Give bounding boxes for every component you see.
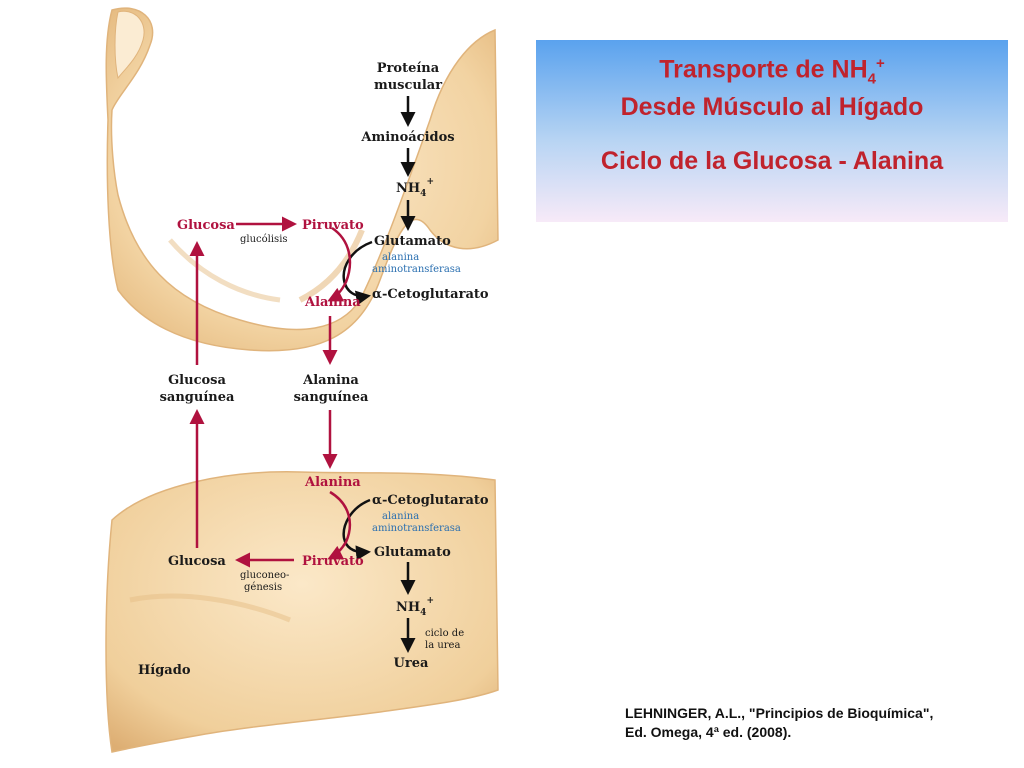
label-enzyme-muscle-1: alanina <box>382 252 419 263</box>
label-glucosa-muscle: Glucosa <box>177 218 235 233</box>
label-enzyme-liver-1: alanina <box>382 511 419 522</box>
arrow-alanina-to-piruvato-liver <box>327 490 351 560</box>
label-urea: Urea <box>394 656 429 671</box>
label-aminoacidos: Aminoácidos <box>360 130 454 145</box>
label-glucosa-sanguinea-2: sanguínea <box>160 390 235 405</box>
arrow-piruvato-to-alanina-muscle <box>327 226 352 302</box>
label-gluconeo-1: gluconeo- <box>240 570 289 581</box>
label-glucosa-sanguinea-1: Glucosa <box>168 373 226 388</box>
label-piruvato-muscle: Piruvato <box>302 218 364 233</box>
label-muscular: muscular <box>374 78 442 93</box>
label-glutamato-liver: Glutamato <box>374 545 451 560</box>
title-line-3: Ciclo de la Glucosa - Alanina <box>600 147 944 176</box>
label-higado: Hígado <box>138 663 191 678</box>
arm-illustration <box>105 7 499 352</box>
label-glucolisis: glucólisis <box>240 234 288 245</box>
title-line-2: Desde Músculo al Hígado <box>620 93 924 122</box>
arrow-glutamato-to-cetoglutarato-muscle <box>342 240 373 306</box>
title-line-1: Transporte de NH4+ <box>659 55 885 88</box>
label-glucosa-liver: Glucosa <box>168 554 226 569</box>
reference-citation: LEHNINGER, A.L., "Principios de Bioquími… <box>625 704 1015 742</box>
label-enzyme-muscle-2: aminotransferasa <box>372 264 461 275</box>
label-alanina-sanguinea-1: Alanina <box>302 373 359 388</box>
label-cetoglutarato-muscle: α-Cetoglutarato <box>372 287 489 302</box>
label-glutamato-muscle: Glutamato <box>374 234 451 249</box>
arrow-cetoglutarato-to-glutamato-liver <box>342 498 371 561</box>
label-alanina-liver: Alanina <box>304 475 361 490</box>
label-enzyme-liver-2: aminotransferasa <box>372 523 461 534</box>
label-cetoglutarato-liver: α-Cetoglutarato <box>372 493 489 508</box>
label-proteina: Proteína <box>377 61 440 76</box>
label-nh4-liver: NH4+ <box>396 596 434 618</box>
label-alanina-muscle: Alanina <box>304 295 361 310</box>
label-piruvato-liver: Piruvato <box>302 554 364 569</box>
reference-line-2: Ed. Omega, 4ª ed. (2008). <box>625 724 792 740</box>
label-nh4-muscle: NH4+ <box>396 177 434 199</box>
title-box: Transporte de NH4+ Desde Músculo al Híga… <box>536 40 1008 222</box>
reference-line-1: LEHNINGER, A.L., "Principios de Bioquími… <box>625 705 934 721</box>
label-gluconeo-2: génesis <box>244 582 282 593</box>
label-alanina-sanguinea-2: sanguínea <box>294 390 369 405</box>
label-ciclo-urea-2: la urea <box>425 640 460 651</box>
label-ciclo-urea-1: ciclo de <box>425 628 464 639</box>
liver-illustration <box>105 471 499 753</box>
